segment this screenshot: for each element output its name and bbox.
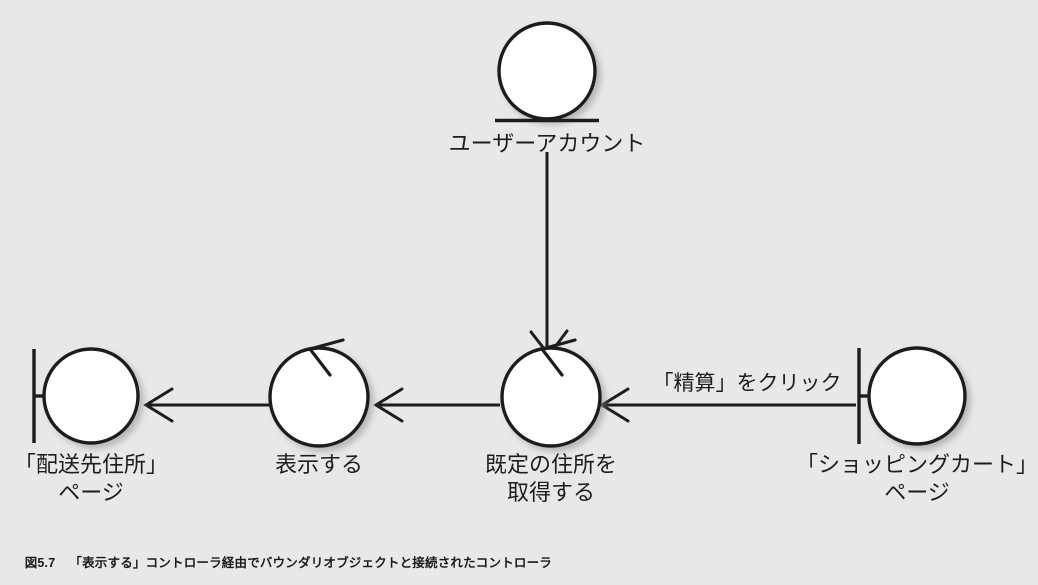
robustness-diagram	[32, 21, 967, 448]
control-arrow-marker	[539, 338, 577, 377]
node-control-get-default-address[interactable]	[500, 338, 602, 448]
figure-caption-number: 図5.7	[24, 556, 56, 570]
figure-caption: 図5.7 「表示する」コントローラ経由でバウンダリオブジェクトと接続されたコントロ…	[10, 538, 552, 585]
edge-display-to-shipping-address-page	[143, 387, 270, 423]
node-label-entity-user-account: ユーザーアカウント	[448, 131, 646, 156]
node-control-display[interactable]	[268, 338, 370, 448]
edge-user-account-to-get-default-address	[529, 152, 569, 358]
node-label-control-get-default-address: 既定の住所を 取得する	[484, 452, 617, 505]
figure-caption-text: 「表示する」コントローラ経由でバウンダリオブジェクトと接続されたコントローラ	[69, 556, 552, 570]
edge-get-default-address-to-display	[373, 387, 500, 423]
node-label-control-display: 表示する	[274, 452, 363, 477]
edge-shopping-cart-to-get-default-address	[599, 387, 856, 423]
control-arrow-marker	[307, 338, 345, 377]
node-label-boundary-shipping-address-page: 「配送先住所」 ページ	[13, 452, 168, 505]
node-boundary-shopping-cart-page[interactable]	[857, 346, 967, 446]
edge-label-click-checkout: 「精算」をクリック	[652, 372, 842, 395]
figure-canvas: ユーザーアカウント 「配送先住所」 ページ 表示する 既定の住所を 取得する 「…	[13, 21, 1038, 570]
node-entity-user-account[interactable]	[495, 21, 599, 123]
node-label-boundary-shopping-cart-page: 「ショッピングカート」 ページ	[795, 452, 1038, 505]
node-boundary-shipping-address-page[interactable]	[32, 347, 140, 445]
